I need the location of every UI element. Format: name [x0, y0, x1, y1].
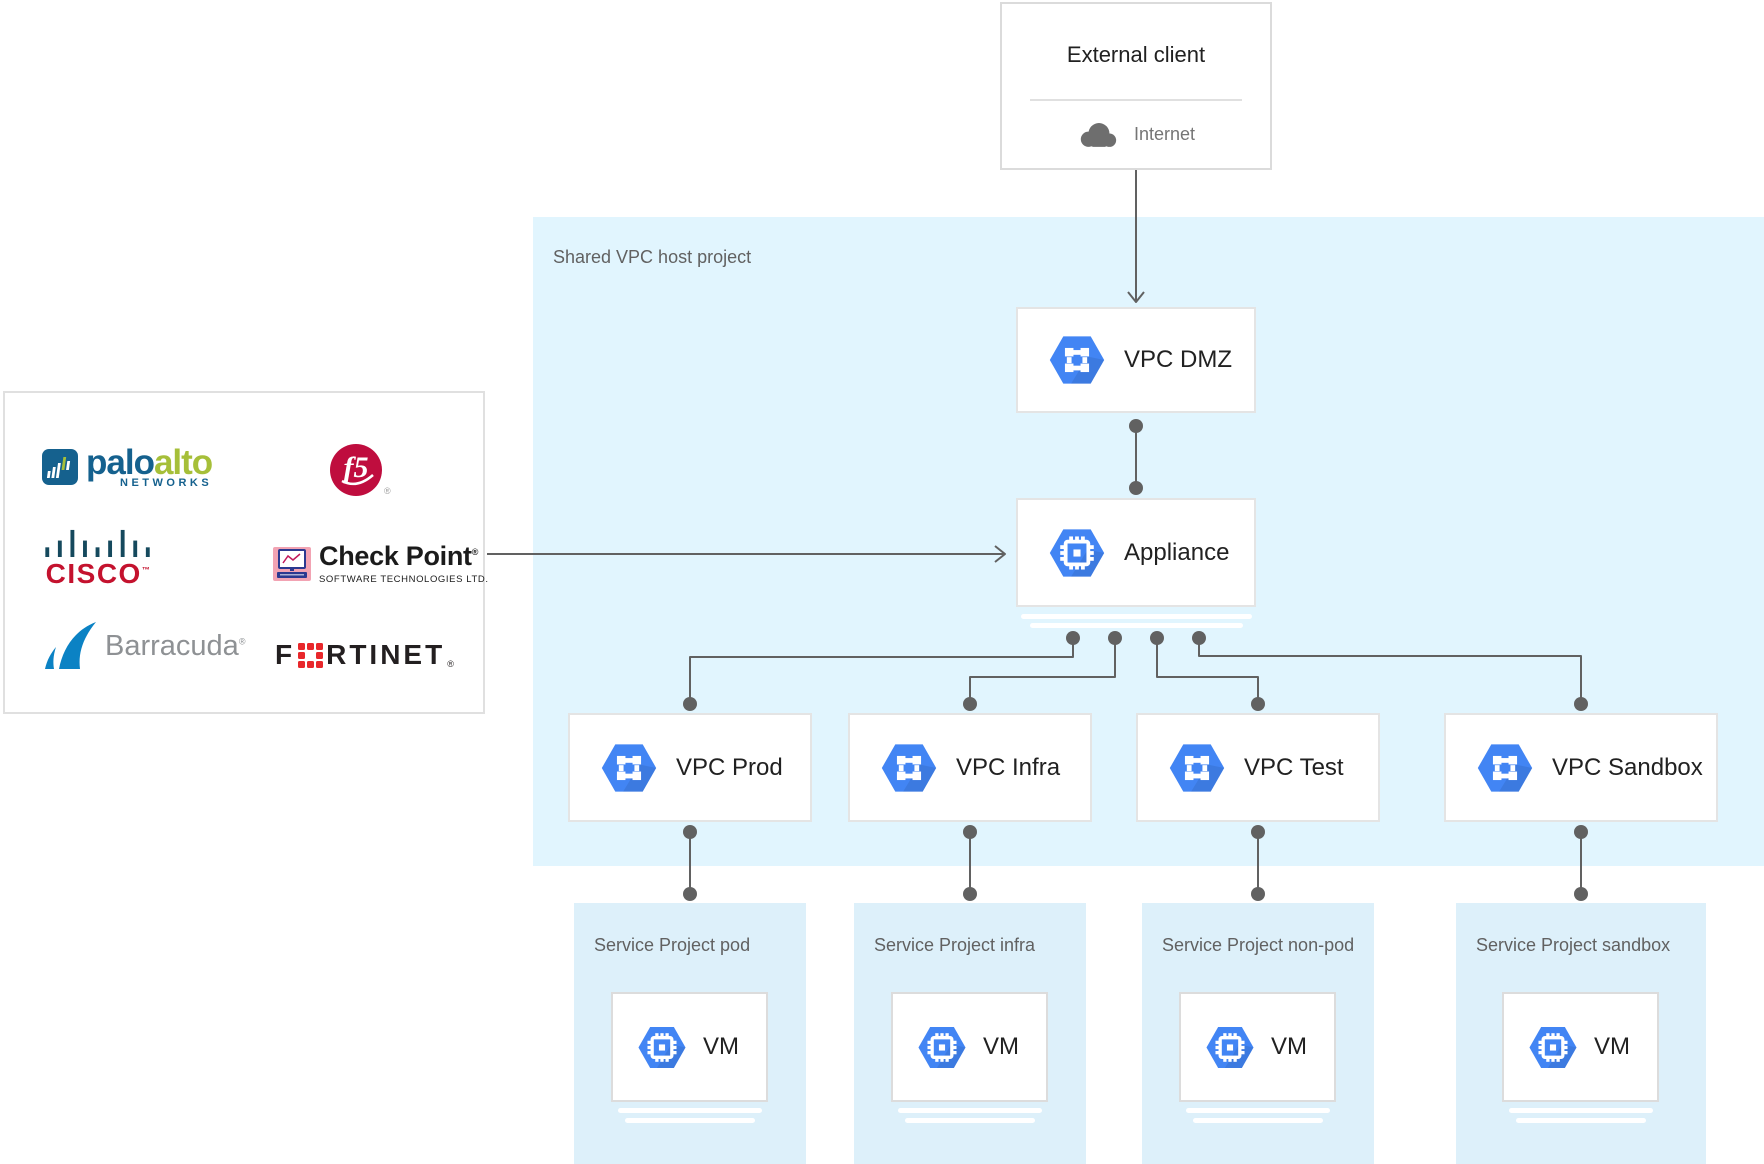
vm-label: VM: [1271, 1033, 1307, 1060]
cloud-icon: [1080, 123, 1117, 147]
connector-appliance-vpctest: [1156, 640, 1259, 698]
vpc-prod-box: VPC Prod: [568, 713, 812, 822]
fortinet-logo: F RTINET ®: [275, 639, 454, 670]
connector-appliance-vpcsandbox: [1198, 640, 1582, 698]
barracuda-fin-icon: [45, 622, 96, 669]
external-client-title: External client: [1066, 41, 1206, 67]
vpc-sandbox-label: VPC Sandbox: [1552, 753, 1703, 781]
vm-stack-line: [618, 1108, 762, 1113]
vpc-network-icon: [1049, 336, 1105, 384]
palo-alto-networks-subtext: NETWORKS: [120, 477, 213, 489]
palo-alto-word-alto: alto: [153, 443, 213, 482]
vm-box: VM: [1502, 992, 1659, 1102]
service-project-infra-label: Service Project infra: [874, 935, 1036, 955]
fortinet-letters-rtinet: RTINET: [326, 639, 446, 670]
cisco-wordmark: CISCO: [45, 558, 142, 589]
vm-stack-line: [898, 1108, 1042, 1113]
vm-stack-line: [1509, 1108, 1653, 1113]
connector-endpoint-dots: [683, 419, 1588, 901]
connector-appliance-vpcprod: [689, 640, 1074, 698]
check-point-icon: [273, 547, 311, 581]
cisco-logo: CISCO™: [45, 528, 152, 588]
service-project-sandbox-box: Service Project sandbox VM: [1456, 903, 1706, 1164]
internet-label: Internet: [1133, 124, 1196, 144]
vpc-test-label: VPC Test: [1244, 753, 1344, 781]
vpc-dmz-box: VPC DMZ: [1016, 307, 1256, 413]
f5-ball-icon: f5: [330, 444, 382, 496]
external-client-box: External client Internet: [1000, 2, 1272, 170]
vpc-prod-label: VPC Prod: [676, 753, 783, 781]
vpc-infra-box: VPC Infra: [848, 713, 1092, 822]
appliance-label: Appliance: [1124, 538, 1230, 566]
vm-stack-line: [905, 1118, 1035, 1123]
vpc-test-box: VPC Test: [1136, 713, 1380, 822]
f5-registered-mark: ®: [384, 486, 391, 496]
palo-alto-networks-logo: paloalto NETWORKS: [42, 443, 213, 489]
compute-engine-icon: [1205, 1024, 1255, 1070]
vpc-network-icon: [1169, 743, 1225, 792]
vm-stack-line: [1186, 1108, 1330, 1113]
service-project-nonpod-label: Service Project non-pod: [1162, 935, 1355, 955]
cisco-trademark: ™: [141, 565, 152, 575]
vpc-infra-label: VPC Infra: [956, 753, 1061, 781]
vm-box: VM: [1179, 992, 1336, 1102]
vm-label: VM: [983, 1033, 1019, 1060]
barracuda-logo: Barracuda®: [43, 621, 245, 671]
compute-engine-icon: [637, 1024, 687, 1070]
compute-engine-icon: [1528, 1024, 1578, 1070]
appliance-vendors-box: paloalto NETWORKS f5 ®: [3, 391, 488, 714]
arrowhead-right-icon: [994, 545, 1006, 563]
check-point-logo: Check Point® SOFTWARE TECHNOLOGIES LTD.: [273, 543, 489, 585]
appliance-stack-line: [1030, 623, 1243, 628]
fortinet-registered-mark: ®: [447, 659, 454, 669]
vm-box: VM: [611, 992, 768, 1102]
check-point-subtext: SOFTWARE TECHNOLOGIES LTD.: [319, 574, 489, 585]
appliance-stack-line: [1021, 614, 1252, 619]
vm-label: VM: [703, 1033, 739, 1060]
appliance-box: Appliance: [1016, 498, 1256, 607]
vpc-sandbox-box: VPC Sandbox: [1444, 713, 1718, 822]
service-project-nonpod-box: Service Project non-pod VM: [1142, 903, 1374, 1164]
host-project-label: Shared VPC host project: [553, 247, 752, 267]
check-point-wordmark: Check Point: [319, 541, 472, 571]
fortinet-letter-f: F: [275, 639, 296, 670]
service-project-pod-label: Service Project pod: [594, 935, 751, 955]
barracuda-wordmark: Barracuda: [105, 629, 239, 662]
divider: [1030, 99, 1242, 101]
barracuda-registered-mark: ®: [238, 635, 246, 646]
vm-box: VM: [891, 992, 1048, 1102]
vm-stack-line: [1516, 1118, 1646, 1123]
vpc-network-icon: [601, 743, 657, 792]
palo-alto-word-palo: palo: [86, 443, 155, 482]
f5-logo: f5 ®: [330, 444, 391, 496]
vm-label: VM: [1594, 1033, 1630, 1060]
vm-stack-line: [1193, 1118, 1323, 1123]
connector-appliance-vpcinfra: [969, 640, 1116, 698]
vpc-dmz-label: VPC DMZ: [1124, 346, 1232, 373]
compute-engine-icon: [1048, 526, 1106, 579]
service-project-infra-box: Service Project infra VM: [854, 903, 1086, 1164]
fortinet-grid-o-icon: [298, 642, 324, 668]
f5-swoosh: [341, 474, 374, 486]
f5-wordmark: f5: [343, 451, 369, 484]
cisco-bars-icon: [45, 529, 150, 557]
check-point-registered-mark: ®: [471, 547, 479, 557]
palo-alto-icon: [42, 449, 78, 485]
compute-engine-icon: [917, 1024, 967, 1070]
vpc-network-icon: [1477, 743, 1533, 792]
vm-stack-line: [625, 1118, 755, 1123]
service-project-pod-box: Service Project pod VM: [574, 903, 806, 1164]
arrowhead-down-icon: [1127, 291, 1145, 303]
vpc-network-icon: [881, 743, 937, 792]
service-project-sandbox-label: Service Project sandbox: [1476, 935, 1671, 955]
